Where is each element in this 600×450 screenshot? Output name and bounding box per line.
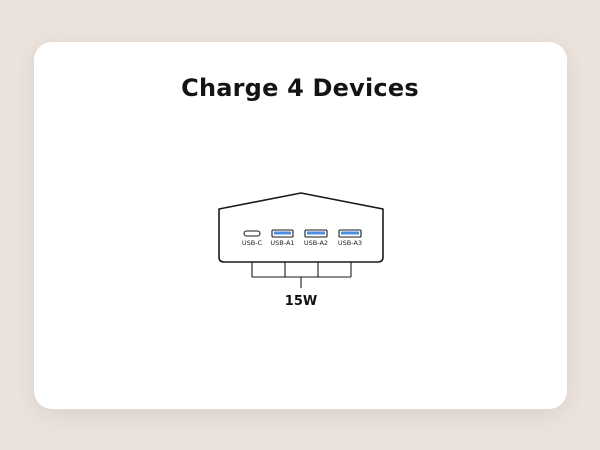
port-label-usb-a1: USB-A1	[270, 239, 294, 247]
page-title: Charge 4 Devices	[181, 74, 419, 102]
usb-a3-port-tongue	[341, 231, 359, 235]
usb-c-port-icon	[243, 230, 261, 237]
port-label-usb-a2: USB-A2	[304, 239, 328, 247]
port-label-usb-c: USB-C	[242, 239, 263, 247]
port-label-usb-a3: USB-A3	[338, 239, 362, 247]
power-bracket	[251, 262, 352, 288]
usb-a2-port-tongue	[307, 231, 325, 235]
usb-a1-port-tongue	[274, 231, 291, 235]
charger-outline	[218, 192, 384, 263]
power-output-label: 15W	[285, 294, 317, 309]
